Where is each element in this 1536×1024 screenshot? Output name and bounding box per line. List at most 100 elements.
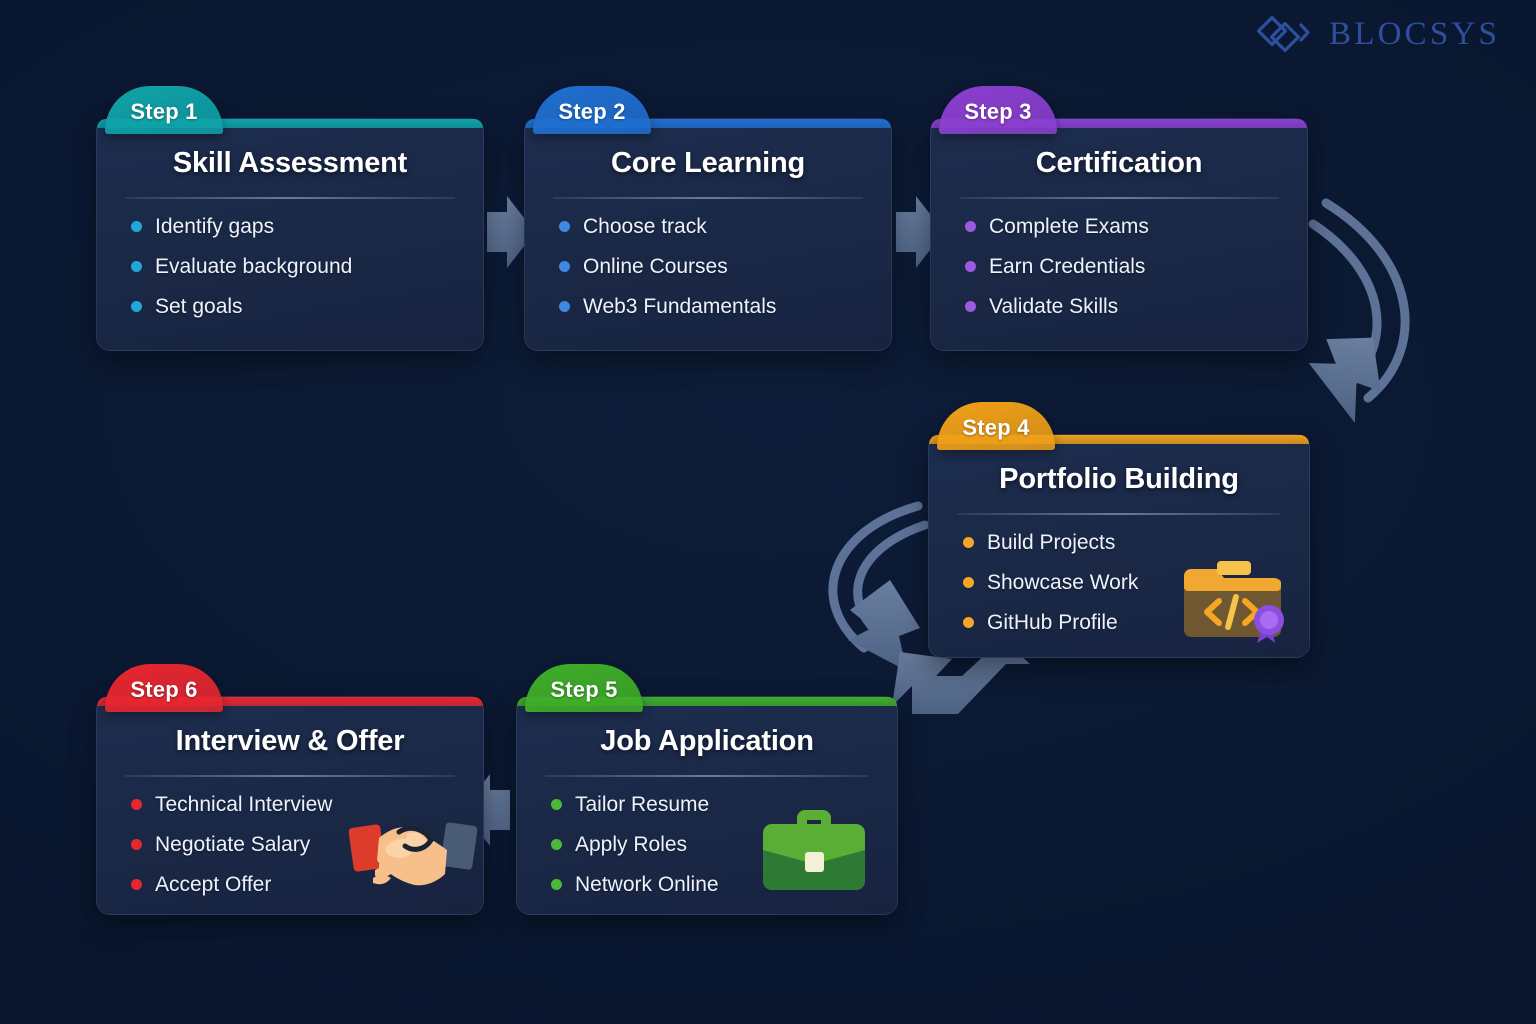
title-divider-4: [957, 513, 1281, 515]
step-card-6[interactable]: Step 6 Interview & Offer Technical Inter…: [96, 664, 484, 915]
list-item: Tailor Resume: [551, 794, 897, 815]
arrow-step3-to-step4: [1308, 198, 1410, 403]
step-badge-1: Step 1: [105, 86, 223, 134]
step-title-2: Core Learning: [611, 147, 805, 179]
list-item: Negotiate Salary: [131, 834, 483, 855]
list-item: Accept Offer: [131, 874, 483, 895]
step-badge-label-6: Step 6: [130, 677, 198, 702]
step-title-3: Certification: [1035, 147, 1203, 179]
handshake-icon: [349, 822, 477, 886]
card-accent-bar-4: [929, 435, 1309, 444]
step-badge-label-5: Step 5: [550, 677, 618, 702]
list-item: Identify gaps: [131, 216, 483, 237]
brand-logo: BLOCSYS: [1255, 13, 1500, 55]
bullet-dot-icon: [551, 879, 562, 890]
card-accent-bar-1: [97, 119, 483, 128]
bullet-label: Set goals: [155, 295, 243, 318]
title-divider-1: [125, 197, 455, 199]
step-card-4[interactable]: Step 4 Portfolio Building Build Projects…: [928, 402, 1310, 658]
bullet-label: Apply Roles: [575, 833, 688, 856]
title-divider-3: [959, 197, 1279, 199]
title-divider-2: [553, 197, 863, 199]
bullet-label: Online Courses: [583, 255, 728, 278]
step-badge-3: Step 3: [939, 86, 1057, 134]
bullet-dot-icon: [551, 839, 562, 850]
list-item: Web3 Fundamentals: [559, 296, 891, 317]
bullet-dot-icon: [131, 839, 142, 850]
bullet-label: Accept Offer: [155, 873, 272, 896]
bullet-label: Choose track: [583, 215, 707, 238]
bullet-dot-icon: [131, 301, 142, 312]
bullet-dot-icon: [965, 261, 976, 272]
interlocking-diamonds-icon: [1257, 15, 1310, 53]
bullet-dot-icon: [965, 221, 976, 232]
bullet-label: Validate Skills: [989, 295, 1119, 318]
card-accent-bar-6: [97, 697, 483, 706]
bullet-label: Identify gaps: [155, 215, 275, 238]
step-bullet-list-5: Tailor Resume Apply Roles Network Online: [551, 794, 897, 895]
bullet-label: Earn Credentials: [989, 255, 1146, 278]
step-bullet-list-4: Build Projects Showcase Work GitHub Prof…: [963, 532, 1309, 633]
step-bullet-list-1: Identify gaps Evaluate background Set go…: [131, 216, 483, 317]
bullet-dot-icon: [131, 879, 142, 890]
bullet-dot-icon: [131, 221, 142, 232]
step-badge-4: Step 4: [937, 402, 1055, 450]
step-badge-2: Step 2: [533, 86, 651, 134]
arrow-step4-to-step5: [828, 501, 930, 653]
step-bullet-list-3: Complete Exams Earn Credentials Validate…: [965, 216, 1307, 317]
list-item: Showcase Work: [963, 572, 1309, 593]
step-card-1[interactable]: Step 1 Skill Assessment Identify gaps Ev…: [96, 86, 484, 351]
bullet-label: Complete Exams: [989, 215, 1149, 238]
step-badge-label-4: Step 4: [962, 415, 1030, 440]
list-item: Choose track: [559, 216, 891, 237]
step-badge-label-3: Step 3: [964, 99, 1032, 124]
list-item: Technical Interview: [131, 794, 483, 815]
step-title-6: Interview & Offer: [175, 725, 405, 757]
brand-name: BLOCSYS: [1329, 15, 1500, 52]
bullet-label: GitHub Profile: [987, 611, 1118, 634]
bullet-label: Web3 Fundamentals: [583, 295, 777, 318]
card-accent-bar-5: [517, 697, 897, 706]
title-divider-5: [545, 775, 869, 777]
step-card-5[interactable]: Step 5 Job Application Tailor Resume App…: [516, 664, 898, 915]
step-card-2[interactable]: Step 2 Core Learning Choose track Online…: [524, 86, 892, 351]
arrow-step3-to-step4-head: [1308, 337, 1381, 423]
bullet-dot-icon: [131, 799, 142, 810]
bullet-dot-icon: [963, 537, 974, 548]
card-accent-bar-2: [525, 119, 891, 128]
list-item: Earn Credentials: [965, 256, 1307, 277]
list-item: Network Online: [551, 874, 897, 895]
title-divider-6: [125, 775, 455, 777]
step-bullet-list-6: Technical Interview Negotiate Salary Acc…: [131, 794, 483, 895]
bullet-dot-icon: [559, 221, 570, 232]
step-badge-5: Step 5: [525, 664, 643, 712]
card-accent-bar-3: [931, 119, 1307, 128]
bullet-label: Negotiate Salary: [155, 833, 311, 856]
bullet-label: Network Online: [575, 873, 719, 896]
list-item: GitHub Profile: [963, 612, 1309, 633]
step-badge-label-2: Step 2: [558, 99, 626, 124]
bullet-dot-icon: [559, 301, 570, 312]
bullet-label: Tailor Resume: [575, 793, 710, 816]
bullet-dot-icon: [963, 577, 974, 588]
list-item: Evaluate background: [131, 256, 483, 277]
step-title-5: Job Application: [600, 725, 814, 757]
arrow-step4-to-step5-head: [848, 580, 920, 671]
step-badge-6: Step 6: [105, 664, 223, 712]
bullet-dot-icon: [559, 261, 570, 272]
bullet-label: Evaluate background: [155, 255, 353, 278]
bullet-label: Build Projects: [987, 531, 1116, 554]
bullet-dot-icon: [551, 799, 562, 810]
bullet-dot-icon: [963, 617, 974, 628]
step-badge-label-1: Step 1: [130, 99, 198, 124]
list-item: Set goals: [131, 296, 483, 317]
step-title-1: Skill Assessment: [172, 147, 408, 179]
list-item: Online Courses: [559, 256, 891, 277]
bullet-label: Technical Interview: [155, 793, 333, 816]
step-title-4: Portfolio Building: [999, 463, 1239, 495]
step-card-3[interactable]: Step 3 Certification Complete Exams Earn…: [930, 86, 1308, 351]
list-item: Apply Roles: [551, 834, 897, 855]
folder-code-badge-icon: [1184, 561, 1284, 643]
list-item: Build Projects: [963, 532, 1309, 553]
